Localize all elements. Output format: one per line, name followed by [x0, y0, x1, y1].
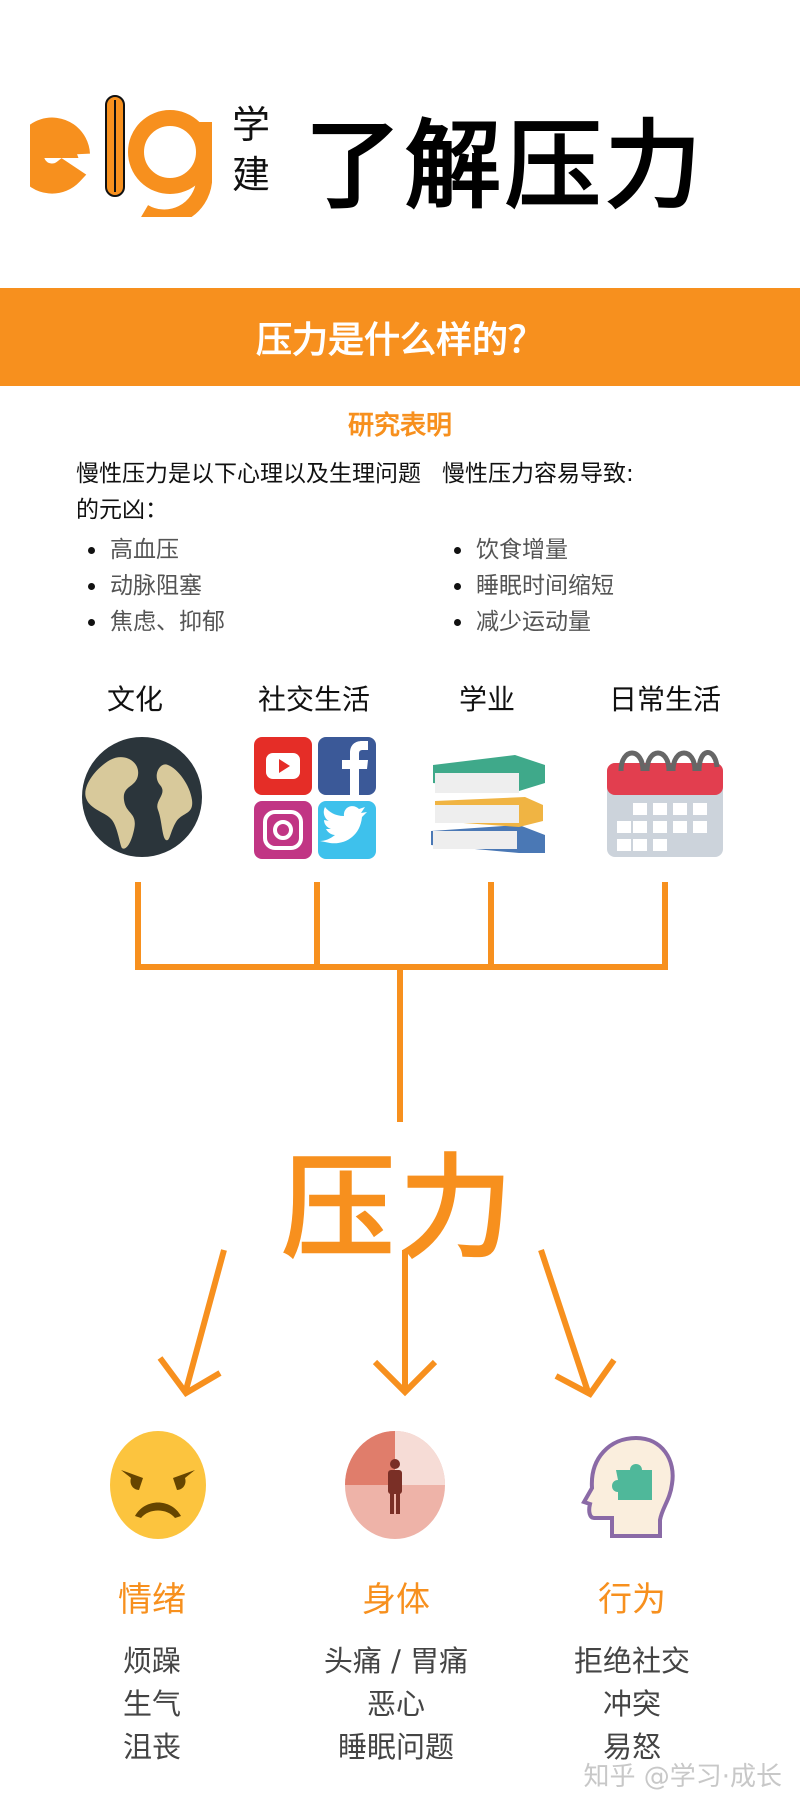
- connector-lines: [135, 882, 668, 1122]
- list-item: 恶心: [366, 1687, 425, 1721]
- logo-char: 建: [232, 153, 271, 197]
- angry-face-icon: [110, 1431, 206, 1539]
- banner-title: 压力是什么样的？: [255, 320, 544, 361]
- list-item: 高血压: [76, 532, 426, 568]
- logo-chinese: 学建: [232, 100, 272, 200]
- calendar-icon: [607, 750, 723, 857]
- list-item: 睡眠时间缩短: [442, 568, 762, 604]
- source-label: 文化: [106, 683, 163, 716]
- logo-char: 学: [232, 103, 271, 147]
- source-label: 社交生活: [257, 683, 370, 716]
- list-item: 烦躁: [122, 1644, 181, 1678]
- list-item: 易怒: [602, 1730, 661, 1764]
- list-item: 睡眠问题: [337, 1730, 454, 1764]
- social-media-icon: [254, 737, 376, 859]
- effect-label: 身体: [362, 1580, 430, 1620]
- effect-label: 行为: [598, 1580, 666, 1620]
- source-label: 日常生活: [608, 683, 721, 716]
- effect-list-emotion: 烦躁生气沮丧: [32, 1640, 272, 1769]
- research-heading: 研究表明: [347, 411, 452, 441]
- list-item: 焦虑、抑郁: [76, 604, 426, 640]
- left-intro: 慢性压力是以下心理以及生理问题的元凶：: [76, 461, 421, 523]
- arrow-left-head: [157, 1356, 222, 1397]
- books-icon: [431, 755, 545, 853]
- effect-list-body: 头痛 / 胃痛恶心睡眠问题: [276, 1640, 516, 1769]
- research-right: 慢性压力容易导致: 饮食增量睡眠时间缩短减少运动量: [442, 456, 762, 640]
- research-left: 慢性压力是以下心理以及生理问题的元凶： 高血压动脉阻塞焦虑、抑郁: [76, 456, 426, 640]
- globe-icon: [82, 737, 202, 857]
- arrow-right: [538, 1249, 591, 1393]
- head-puzzle-icon: [581, 1435, 675, 1538]
- list-item: 头痛 / 胃痛: [323, 1644, 469, 1678]
- list-item: 冲突: [602, 1687, 661, 1721]
- list-item: 沮丧: [122, 1730, 181, 1764]
- arrow-left: [183, 1249, 227, 1391]
- section-banner: 压力是什么样的？: [0, 288, 800, 386]
- arrow-right-head: [554, 1358, 617, 1398]
- effect-label: 情绪: [118, 1580, 186, 1620]
- list-item: 饮食增量: [442, 532, 762, 568]
- page-title: 了解压力: [305, 110, 705, 222]
- source-label: 学业: [458, 683, 515, 716]
- list-item: 拒绝社交: [573, 1644, 690, 1678]
- list-item: 减少运动量: [442, 604, 762, 640]
- effect-list-behavior: 拒绝社交冲突易怒: [512, 1640, 752, 1769]
- list-item: 生气: [122, 1687, 181, 1721]
- watermark: 知乎 @学习·成长: [583, 1762, 782, 1792]
- stress-center-label: 压力: [282, 1144, 518, 1274]
- body-icon: [345, 1431, 445, 1539]
- right-intro: 慢性压力容易导致:: [442, 461, 634, 487]
- flow-connectors: [135, 882, 668, 1398]
- list-item: 动脉阻塞: [76, 568, 426, 604]
- arrow-center-head: [372, 1359, 438, 1397]
- elg-logo: [30, 95, 212, 217]
